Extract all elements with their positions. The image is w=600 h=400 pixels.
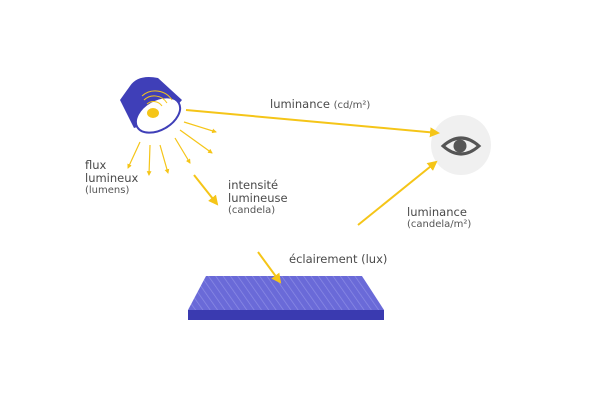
- illuminance-ray: [257, 251, 282, 284]
- flux-ray-3: [174, 137, 191, 164]
- luminance-top-label: luminance (cd/m²): [270, 97, 371, 111]
- flux-ray-4: [127, 141, 141, 169]
- luminance-ray-to-eye: [185, 109, 440, 138]
- eye-icon: [431, 115, 491, 175]
- intensite-label: intensité lumineuse (candela): [228, 178, 288, 217]
- surface-top: [188, 276, 384, 310]
- flux-ray-1: [183, 121, 217, 134]
- eclairement-label: éclairement (lux): [289, 252, 388, 266]
- surface-front-edge: [188, 310, 384, 320]
- flux-ray-6: [159, 144, 170, 174]
- intensity-ray: [193, 174, 219, 206]
- flux-ray-2: [179, 129, 213, 154]
- flux-ray-5: [146, 144, 152, 176]
- spotlight-lamp-icon: [120, 77, 182, 134]
- luminance-right-label: luminance (candela/m²): [407, 205, 472, 231]
- light-rays: [127, 109, 440, 284]
- flux-label: flux lumineux (lumens): [85, 158, 139, 197]
- illuminated-surface: [188, 276, 384, 320]
- reflected-luminance-ray: [357, 160, 438, 226]
